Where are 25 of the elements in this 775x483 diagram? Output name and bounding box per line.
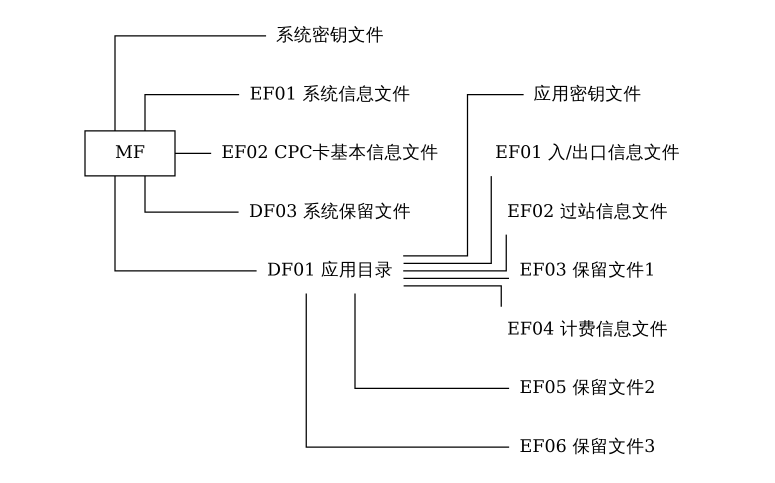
node-text: DF01 应用目录 <box>266 260 394 280</box>
connector <box>175 152 212 154</box>
connector <box>144 176 239 213</box>
connector <box>306 294 510 448</box>
connector <box>114 35 266 131</box>
connector <box>403 278 510 279</box>
node-box: MF <box>84 130 176 176</box>
connector <box>404 285 502 307</box>
connector <box>403 234 507 272</box>
connector <box>403 94 524 256</box>
node-text: EF02 CPC卡基本信息文件 <box>221 143 439 163</box>
connector <box>354 294 510 389</box>
node-text: EF04 计费信息文件 <box>507 319 668 340</box>
node-text: 应用密钥文件 <box>534 84 642 104</box>
node-text: EF05 保留文件2 <box>520 378 656 398</box>
node-text: DF03 系统保留文件 <box>248 202 412 222</box>
node-text: EF06 保留文件3 <box>520 436 656 457</box>
node-text: 系统密钥文件 <box>276 26 384 46</box>
node-text: EF01 系统信息文件 <box>250 84 410 104</box>
connector <box>144 94 240 131</box>
connector <box>114 176 257 272</box>
node-text: EF03 保留文件1 <box>520 260 656 280</box>
node-text: EF02 过站信息文件 <box>507 202 668 222</box>
node-text: EF01 入/出口信息文件 <box>495 143 680 163</box>
connector <box>404 176 492 264</box>
